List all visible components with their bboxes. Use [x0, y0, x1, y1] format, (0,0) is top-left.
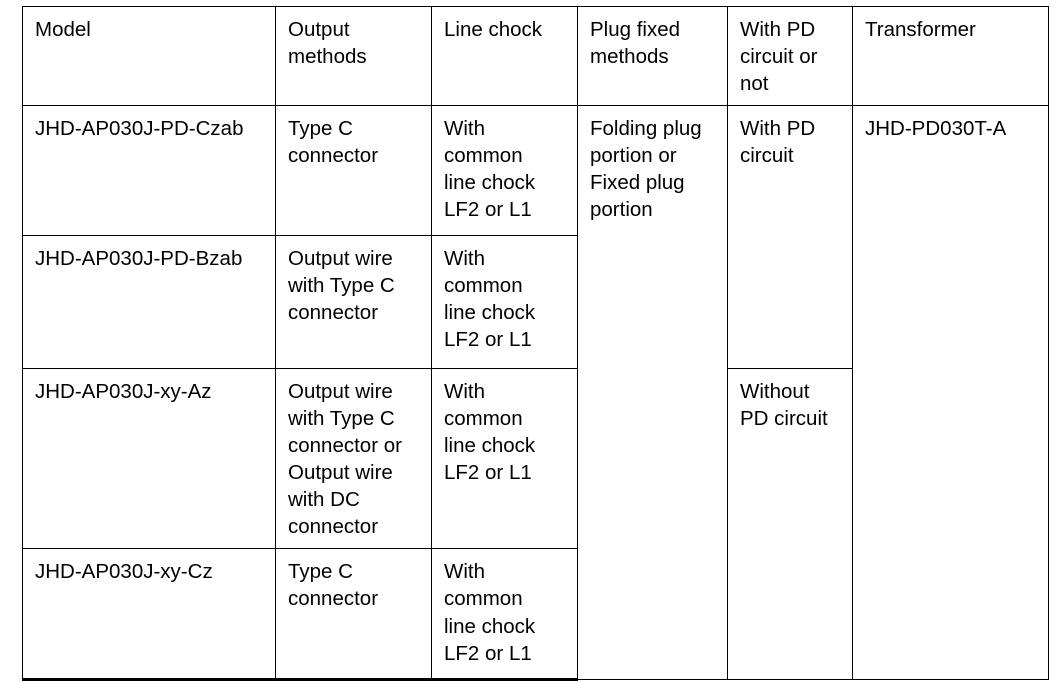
column-header-transformer: Transformer [852, 5, 1049, 107]
cell-line-chock: With common line chock LF2 or L1 [431, 548, 578, 681]
cell-pd-circuit-with: With PD circuit [727, 105, 853, 370]
product-specification-table: Model Output methods Line chock Plug fix… [22, 5, 1049, 681]
table-row: JHD-AP030J-PD-Bzab Output wire with Type… [22, 235, 1049, 370]
cell-line-chock: With common line chock LF2 or L1 [431, 368, 578, 550]
table-row: JHD-AP030J-xy-Az Output wire with Type C… [22, 368, 1049, 681]
column-header-pd-circuit: With PD circuit or not [727, 5, 853, 107]
cell-line-chock: With common line chock LF2 or L1 [431, 105, 578, 237]
cell-output: Type C connector [275, 105, 432, 237]
cell-transformer-merged: JHD-PD030T-A [852, 105, 1049, 681]
cell-output: Output wire with Type C connector [275, 235, 432, 370]
cell-model: JHD-AP030J-PD-Czab [22, 105, 276, 237]
cell-model: JHD-AP030J-PD-Bzab [22, 235, 276, 370]
cell-pd-circuit-without: Without PD circuit [727, 368, 853, 681]
column-header-line-chock: Line chock [431, 5, 578, 107]
column-header-output: Output methods [275, 5, 432, 107]
cell-line-chock: With common line chock LF2 or L1 [431, 235, 578, 370]
page-root: Model Output methods Line chock Plug fix… [22, 5, 1049, 681]
cell-model: JHD-AP030J-xy-Cz [22, 548, 276, 681]
table-row: JHD-AP030J-PD-Czab Type C connector With… [22, 105, 1049, 681]
cell-output: Output wire with Type C connector or Out… [275, 368, 432, 550]
cell-model: JHD-AP030J-xy-Az [22, 368, 276, 550]
cell-plug-fixed-merged: Folding plug portion or Fixed plug porti… [577, 105, 728, 681]
table-header-row: Model Output methods Line chock Plug fix… [22, 5, 1049, 107]
column-header-plug-fixed: Plug fixed methods [577, 5, 728, 107]
cell-output: Type C connector [275, 548, 432, 681]
column-header-model: Model [22, 5, 276, 107]
